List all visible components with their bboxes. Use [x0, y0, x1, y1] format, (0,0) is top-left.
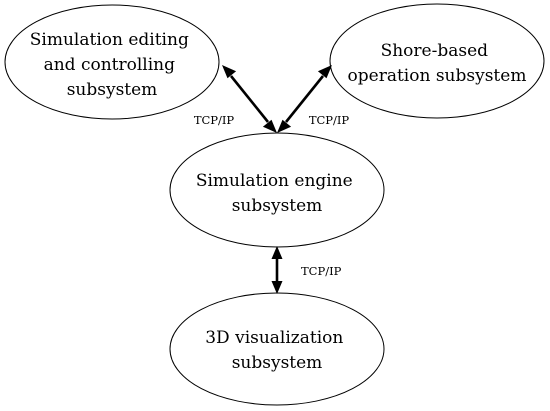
node-editing-controlling: Simulation editing and controlling subsy… — [4, 4, 220, 120]
edge-engine-visualization-label: TCP/IP — [301, 264, 342, 278]
node-shore-based-operation-line-1: Shore-based — [381, 41, 489, 61]
node-simulation-engine-label: Simulation engine subsystem — [196, 171, 358, 216]
node-editing-controlling-label: Simulation editing and controlling subsy… — [30, 30, 194, 100]
node-3d-visualization-line-2: subsystem — [232, 353, 323, 373]
node-shore-based-operation-line-2: operation subsystem — [348, 66, 527, 86]
node-shore-based-operation-ellipse — [329, 3, 545, 119]
node-3d-visualization: 3D visualization subsystem — [169, 292, 385, 406]
edge-shore-engine-arrowhead-bottom — [277, 119, 292, 133]
node-shore-based-operation-label: Shore-based operation subsystem — [348, 41, 527, 86]
edge-editing-engine-line — [229, 75, 270, 123]
node-shore-based-operation: Shore-based operation subsystem — [329, 3, 545, 119]
edge-editing-engine: TCP/IP — [194, 65, 277, 133]
node-3d-visualization-ellipse — [169, 292, 385, 406]
node-3d-visualization-line-1: 3D visualization — [205, 328, 343, 348]
node-simulation-engine-line-2: subsystem — [232, 196, 323, 216]
edge-engine-visualization-arrowhead-bottom — [271, 281, 283, 294]
node-editing-controlling-ellipse — [4, 4, 220, 120]
node-simulation-engine-line-1: Simulation engine — [196, 171, 353, 191]
node-simulation-engine: Simulation engine subsystem — [169, 132, 385, 248]
edge-editing-engine-arrowhead-top — [222, 65, 237, 79]
edge-engine-visualization: TCP/IP — [271, 246, 342, 294]
edge-shore-engine-arrowhead-top — [317, 65, 332, 79]
edge-shore-engine: TCP/IP — [277, 65, 349, 133]
node-3d-visualization-label: 3D visualization subsystem — [205, 328, 349, 373]
edge-shore-engine-line — [284, 75, 325, 123]
node-editing-controlling-line-2: and controlling — [44, 55, 176, 75]
edge-editing-engine-label: TCP/IP — [194, 113, 235, 127]
node-editing-controlling-line-1: Simulation editing — [30, 30, 189, 50]
edge-engine-visualization-arrowhead-top — [271, 246, 283, 259]
edge-editing-engine-arrowhead-bottom — [262, 119, 277, 133]
edge-shore-engine-label: TCP/IP — [309, 113, 350, 127]
node-editing-controlling-line-3: subsystem — [67, 80, 158, 100]
